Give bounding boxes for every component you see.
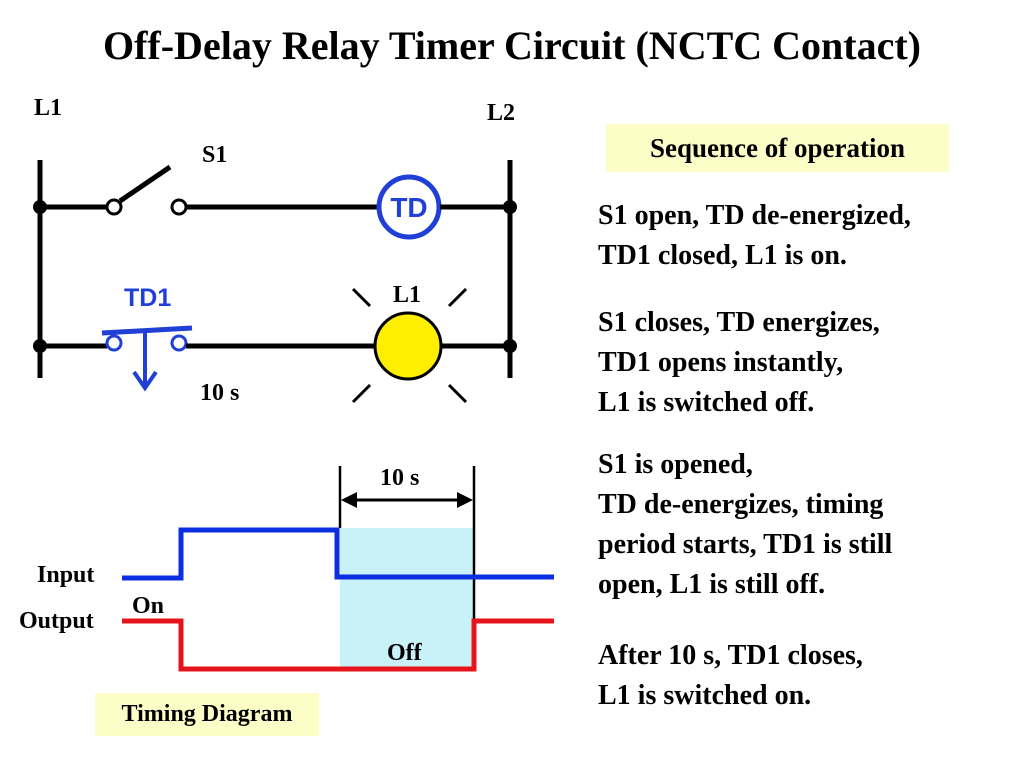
lamp (373, 311, 443, 381)
rail-l2-label: L2 (487, 100, 515, 126)
delay-arrowhead (341, 492, 357, 508)
sequence-step: S1 is opened, TD de-energizes, timing pe… (598, 449, 893, 600)
switch-blade (118, 164, 172, 204)
page-title: Off-Delay Relay Timer Circuit (NCTC Cont… (102, 23, 921, 68)
contact-label: TD1 (124, 284, 171, 312)
switch-terminal (170, 198, 188, 216)
switch-terminal (105, 198, 123, 216)
sequence-heading: Sequence of operation (606, 124, 949, 172)
switch-label: S1 (202, 142, 227, 168)
delay-shade (340, 528, 474, 670)
delay-span-label: 10 s (380, 465, 419, 491)
input-signal (122, 527, 554, 581)
timer-coil-label: TD (390, 192, 427, 223)
output-label: Output (19, 608, 94, 634)
lamp-label: L1 (393, 282, 421, 308)
input-label: Input (37, 562, 94, 588)
contact-bar (101, 325, 193, 336)
on-label: On (132, 593, 164, 619)
timing-diagram-caption: Timing Diagram (95, 693, 319, 736)
sequence-step: S1 closes, TD energizes, TD1 opens insta… (598, 307, 880, 418)
timed-arrow-head (132, 370, 158, 392)
sequence-step: After 10 s, TD1 closes, L1 is switched o… (598, 640, 863, 711)
lamp-rays (351, 287, 468, 404)
rail-l1-label: L1 (34, 95, 62, 121)
output-signal (122, 618, 554, 672)
off-label: Off (387, 640, 423, 666)
delay-arrowhead (457, 492, 473, 508)
contact-terminal (105, 334, 123, 352)
ladder-circuit: L1 L2 S1 TD TD1 L1 10 (33, 95, 517, 406)
contact-terminal (170, 334, 188, 352)
timing-diagram: 10 s Input Output On Off (19, 465, 554, 672)
timer-coil (376, 174, 442, 240)
delay-label: 10 s (200, 380, 239, 406)
sequence-step: S1 open, TD de-energized, TD1 closed, L1… (598, 200, 911, 271)
